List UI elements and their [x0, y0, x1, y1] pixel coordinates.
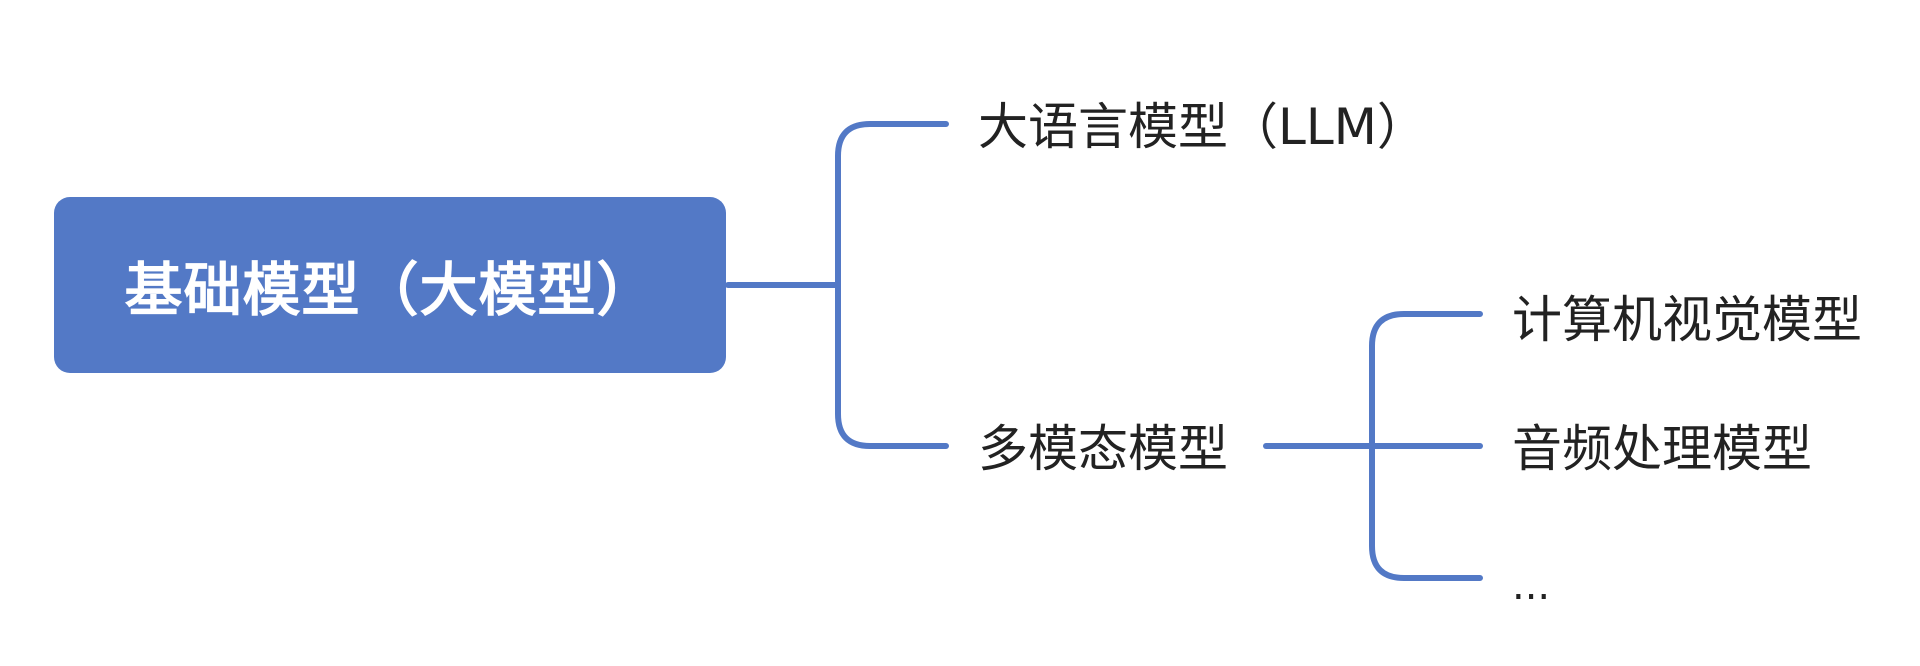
node-multimodal: 多模态模型 — [978, 420, 1228, 478]
node-llm: 大语言模型（LLM） — [978, 98, 1427, 156]
connector-multi — [835, 282, 949, 449]
root-node-label: 基础模型（大模型） — [124, 256, 656, 324]
node-audio-processing: 音频处理模型 — [1512, 420, 1812, 478]
connector-more — [1369, 443, 1483, 581]
node-computer-vision: 计算机视觉模型 — [1512, 291, 1862, 349]
connector-cv — [1369, 311, 1483, 449]
node-more: ... — [1512, 563, 1551, 609]
connector-llm — [835, 121, 949, 288]
root-node-foundation-models: 基础模型（大模型） — [54, 197, 726, 373]
